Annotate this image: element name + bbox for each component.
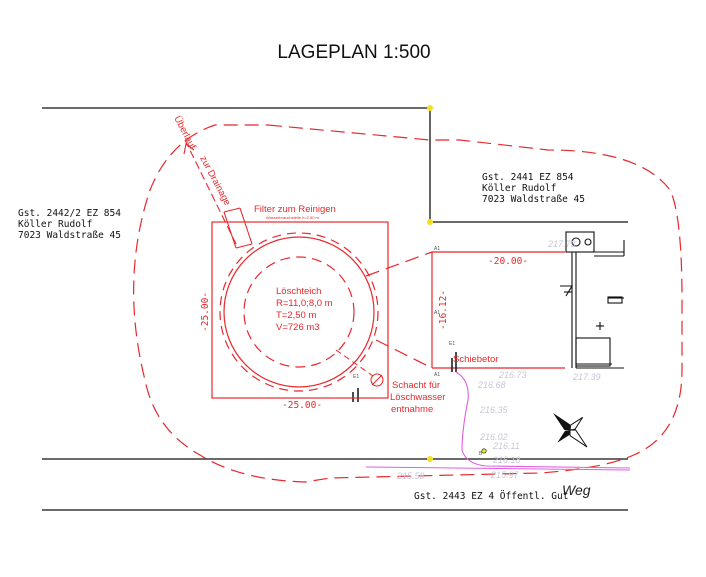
parcel-left-line-1: Gst. 2442/2 EZ 854: [18, 208, 121, 219]
parcel-bottom-label: Gst. 2443 EZ 4 Öffentl. Gut: [414, 491, 568, 502]
shaft-label: Schacht für Löschwasser entnahme: [390, 380, 445, 415]
elevation-label: 216.11: [492, 441, 520, 451]
shaft-valve: [346, 388, 366, 402]
survey-point: [427, 456, 433, 462]
pond-inner-dashed: [243, 256, 355, 368]
marker-a1-mid: A1: [434, 310, 440, 316]
parcel-left-line-2: Köller Rudolf: [18, 219, 92, 230]
pond-to-shaft-link: [335, 349, 374, 377]
road-pipe-line: [365, 466, 631, 471]
elevation-label: 217.39: [572, 372, 601, 382]
pond-outer-ring: [223, 236, 375, 388]
elevation-label: 216.68: [477, 380, 506, 390]
driveway-dim-height: -16.12-: [438, 290, 449, 330]
pond-dashed-outer: [219, 232, 379, 392]
water-pipe: [455, 371, 631, 469]
elevation-labels: 217.73 216.73 217.39 216.68 216.35 216.0…: [396, 239, 601, 481]
shaft-cross: [371, 374, 383, 386]
driveway-dim-width: -20.00-: [488, 256, 528, 267]
building-outline: [560, 231, 625, 369]
pond-name: Löschteich: [276, 286, 321, 297]
plan-title: LAGEPLAN 1:500: [277, 42, 430, 63]
pond-lot: [211, 221, 389, 399]
pond-label: Löschteich R=11,0;8,0 m T=2,50 m V=726 m…: [276, 286, 333, 333]
elevation-label: 217.73: [547, 239, 576, 249]
shaft-label-line-3: entnahme: [391, 404, 433, 415]
property-lines: [42, 107, 628, 511]
drain-pipe: [183, 139, 253, 249]
elevation-label: 215.97: [490, 470, 520, 480]
pond-depth: T=2,50 m: [276, 310, 316, 321]
slide-gate-label: Schiebetor: [453, 354, 498, 365]
road-label: Weg: [562, 482, 591, 498]
elevation-label: 216.02: [479, 432, 508, 442]
parcel-left-label: Gst. 2442/2 EZ 854 Köller Rudolf 7023 Wa…: [18, 208, 121, 241]
pond-radius: R=11,0;8,0 m: [276, 298, 333, 309]
marker-b: B: [479, 451, 483, 457]
elevation-label: 216.18: [492, 455, 521, 465]
slide-gate: [451, 352, 457, 372]
pond-dim-horizontal: -25.00-: [282, 400, 322, 411]
filter-small-label: Wasserbrauchstelle h=2.50 m: [266, 215, 320, 220]
north-arrow-icon: [553, 413, 588, 448]
overflow-label: Überlauf: [171, 114, 198, 151]
marker-a1-top: A1: [434, 246, 440, 252]
overflow-arrow: [183, 143, 195, 155]
to-drainage-label: zur Drainage: [197, 154, 232, 207]
survey-point: [427, 105, 433, 111]
marker-e1-gate: E1: [449, 341, 455, 347]
marker-b-dot: [481, 448, 487, 454]
connector-lines: [365, 251, 433, 369]
parcel-right-line-1: Gst. 2441 EZ 854: [482, 172, 574, 183]
survey-point: [427, 219, 433, 225]
marker-e1-shaft: E1: [353, 374, 359, 380]
parcel-right-line-3: 7023 Waldstraße 45: [482, 194, 585, 205]
elevation-label: 216.35: [479, 405, 509, 415]
shaft-label-line-1: Schacht für: [392, 380, 440, 391]
parcel-left-line-3: 7023 Waldstraße 45: [18, 230, 121, 241]
water-shaft-icon: [370, 373, 384, 387]
elevation-label: 216.73: [498, 370, 527, 380]
parcel-right-line-2: Köller Rudolf: [482, 183, 556, 194]
survey-markers: [427, 105, 433, 462]
driveway-outline: [431, 251, 565, 369]
shaft-label-line-2: Löschwasser: [390, 392, 445, 403]
parcel-right-label: Gst. 2441 EZ 854 Köller Rudolf 7023 Wald…: [482, 172, 585, 205]
filter-label: Filter zum Reinigen: [254, 204, 336, 215]
pond-volume: V=726 m3: [276, 322, 320, 333]
elevation-label: 215.58: [396, 471, 425, 481]
marker-a1-bottom: A1: [434, 372, 440, 378]
pond-dim-vertical: -25.00-: [200, 292, 211, 332]
